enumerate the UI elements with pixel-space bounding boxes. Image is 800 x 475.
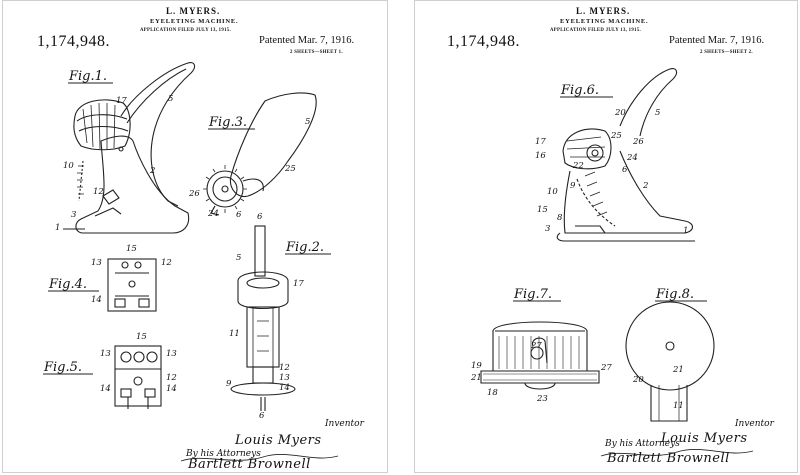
fig3-label: Fig.3. <box>209 115 248 130</box>
ref-numeral: 25 <box>611 131 622 141</box>
patent-number: 1,174,948. <box>37 33 110 50</box>
ref-numeral: 19 <box>471 361 482 371</box>
ref-numeral: 10 <box>63 161 74 171</box>
fig5-drawing <box>114 345 162 409</box>
ref-numeral: 22 <box>573 161 584 171</box>
ref-numeral: 15 <box>537 205 548 215</box>
patent-number: 1,174,948. <box>447 33 520 50</box>
patented-date: Patented Mar. 7, 1916. <box>259 35 355 46</box>
patent-sheet-1: L. MYERS. EYELETING MACHINE. APPLICATION… <box>2 0 388 473</box>
fig7-drawing <box>480 321 600 390</box>
ref-numeral: 10 <box>547 187 558 197</box>
attorneys-label: By his Attorneys <box>605 439 680 449</box>
ref-numeral: 11 <box>673 401 684 411</box>
ref-numeral: 27 <box>531 341 542 351</box>
ref-numeral: 18 <box>487 388 498 398</box>
attorneys-signature: Bartlett Brownell <box>188 457 311 472</box>
ref-numeral: 5 <box>236 253 242 263</box>
invention-title: EYELETING MACHINE. <box>560 18 649 25</box>
ref-numeral: 2 <box>150 166 156 176</box>
ref-numeral: 16 <box>535 151 546 161</box>
ref-numeral: 12 <box>166 373 177 383</box>
ref-numeral: 5 <box>168 94 174 104</box>
fig4-label: Fig.4. <box>49 277 88 292</box>
inventor-signature: Louis Myers <box>661 431 748 446</box>
ref-numeral: 14 <box>166 384 177 394</box>
ref-numeral: 24 <box>208 209 219 219</box>
ref-numeral: 6 <box>259 411 265 421</box>
ref-numeral: 21 <box>673 365 684 375</box>
fig1-label: Fig.1. <box>69 69 108 84</box>
attorneys-signature: Bartlett Brownell <box>607 451 730 466</box>
fig5-label: Fig.5. <box>44 360 83 375</box>
ref-numeral: 3 <box>545 224 551 234</box>
patented-date: Patented Mar. 7, 1916. <box>669 35 765 46</box>
ref-numeral: 26 <box>633 137 644 147</box>
application-filed: APPLICATION FILED JULY 13, 1915. <box>140 28 231 33</box>
invention-title: EYELETING MACHINE. <box>150 18 239 25</box>
ref-numeral: 17 <box>535 137 546 147</box>
inventor-header: L. MYERS. <box>576 6 631 16</box>
fig6-label: Fig.6. <box>561 83 600 98</box>
fig8-drawing <box>625 301 715 422</box>
ref-numeral: 12 <box>279 363 290 373</box>
ref-numeral: 20 <box>615 108 626 118</box>
ref-numeral: 14 <box>91 295 102 305</box>
inventor-signature: Louis Myers <box>235 433 322 448</box>
ref-numeral: 13 <box>166 349 177 359</box>
ref-numeral: 17 <box>116 96 127 106</box>
ref-numeral: 20 <box>633 375 644 385</box>
ref-numeral: 15 <box>126 244 137 254</box>
ref-numeral: 24 <box>627 153 638 163</box>
fig2-drawing <box>230 225 296 411</box>
ref-numeral: 6 <box>622 165 628 175</box>
ref-numeral: 9 <box>226 379 232 389</box>
ref-numeral: 15 <box>136 332 147 342</box>
fig8-label: Fig.8. <box>656 287 695 302</box>
fig6-drawing <box>556 68 695 242</box>
ref-numeral: 8 <box>557 213 563 223</box>
patent-drawing-sheet-2 <box>480 68 754 457</box>
ref-numeral: 13 <box>279 373 290 383</box>
ref-numeral: 9 <box>570 181 576 191</box>
ref-numeral: 3 <box>71 210 77 220</box>
ref-numeral: 1 <box>683 226 689 236</box>
ref-numeral: 11 <box>229 329 240 339</box>
ref-numeral: 13 <box>100 349 111 359</box>
sheet-count: 2 SHEETS—SHEET 1. <box>290 50 343 55</box>
ref-numeral: 5 <box>655 108 661 118</box>
sheet-count: 2 SHEETS—SHEET 2. <box>700 50 753 55</box>
ref-numeral: 17 <box>293 279 304 289</box>
fig2-label: Fig.2. <box>286 240 325 255</box>
ref-numeral: 26 <box>189 189 200 199</box>
ref-numeral: 12 <box>161 258 172 268</box>
patent-drawing-sheet-1 <box>43 62 339 462</box>
fig4-drawing <box>107 258 157 312</box>
ref-numeral: 1 <box>55 223 61 233</box>
fig7-label: Fig.7. <box>514 287 553 302</box>
fig3-drawing <box>203 92 317 216</box>
ref-numeral: 14 <box>100 384 111 394</box>
ref-numeral: 12 <box>93 187 104 197</box>
inventor-label: Inventor <box>325 419 364 429</box>
ref-numeral: 14 <box>279 383 290 393</box>
ref-numeral: 13 <box>91 258 102 268</box>
ref-numeral: 21 <box>471 373 482 383</box>
application-filed: APPLICATION FILED JULY 13, 1915. <box>550 28 641 33</box>
ref-numeral: 25 <box>285 164 296 174</box>
ref-numeral: 2 <box>643 181 649 191</box>
ref-numeral: 6 <box>257 212 263 222</box>
fig1-drawing <box>63 62 196 234</box>
ref-numeral: 5 <box>305 117 311 127</box>
attorneys-label: By his Attorneys <box>186 449 261 459</box>
inventor-header: L. MYERS. <box>166 6 221 16</box>
ref-numeral: 27 <box>601 363 612 373</box>
inventor-label: Inventor <box>735 419 774 429</box>
ref-numeral: 6 <box>236 210 242 220</box>
patent-sheet-2: L. MYERS. EYELETING MACHINE. APPLICATION… <box>414 0 798 473</box>
ref-numeral: 23 <box>537 394 548 404</box>
